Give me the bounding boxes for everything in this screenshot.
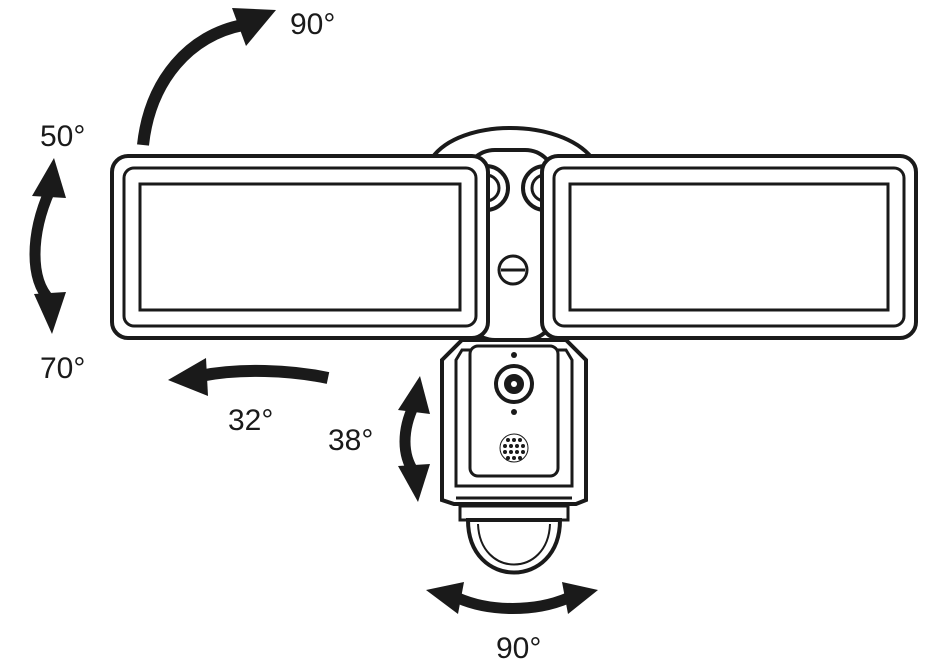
camera-tilt-arrow bbox=[398, 376, 430, 502]
camera-rotation-label: 90° bbox=[496, 632, 541, 665]
left-tilt-arrow bbox=[29, 158, 66, 334]
tilt-up-label: 50° bbox=[40, 120, 85, 153]
top-rotation-label: 90° bbox=[290, 8, 335, 41]
left-light-panel bbox=[110, 154, 490, 340]
camera-rotation-arrow bbox=[426, 582, 598, 614]
camera-lens-icon bbox=[494, 364, 534, 404]
tilt-down-label: 70° bbox=[40, 352, 85, 385]
right-light-panel bbox=[540, 154, 918, 340]
panel-swing-label: 32° bbox=[228, 404, 273, 437]
motion-sensor-dome bbox=[458, 504, 570, 575]
camera-tilt-label: 38° bbox=[328, 424, 373, 457]
light-sensor-icon bbox=[511, 409, 517, 415]
panel-swing-arrow bbox=[168, 358, 330, 396]
speaker-grille-icon bbox=[499, 433, 529, 463]
camera-body bbox=[440, 338, 588, 506]
status-led-icon bbox=[511, 352, 517, 358]
top-rotation-arrow bbox=[137, 8, 276, 146]
center-screw-icon bbox=[497, 254, 529, 286]
